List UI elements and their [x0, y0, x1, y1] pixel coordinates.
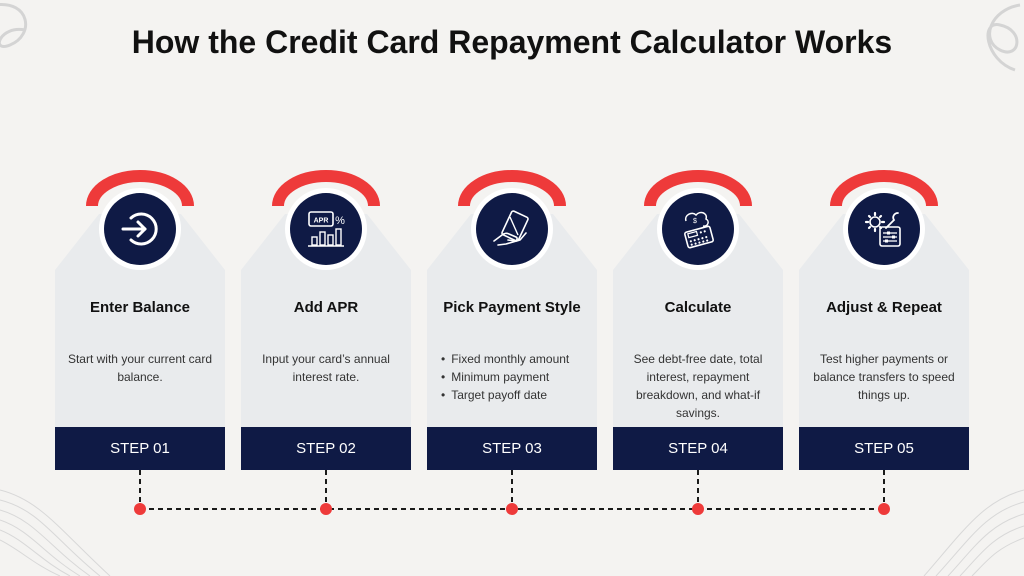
step-title: Adjust & Repeat [826, 299, 942, 316]
step-card-2: APR % Add APR Input your card’s annual i… [241, 170, 411, 470]
list-item: Fixed monthly amount [441, 350, 591, 368]
step-title: Calculate [664, 299, 732, 316]
list-item: Target payoff date [441, 386, 591, 404]
card-hand-icon [493, 210, 529, 246]
step-card-5: Adjust & Repeat Test higher payments or … [799, 170, 969, 470]
step-description: Start with your current card balance. [67, 352, 213, 384]
calculator-icon: $ [684, 211, 714, 249]
step-label: STEP 04 [613, 427, 783, 470]
icon-circle: APR % [285, 188, 367, 270]
payment-style-list: Fixed monthly amount Minimum payment Tar… [441, 350, 591, 404]
svg-text:APR: APR [314, 218, 329, 225]
step-label: STEP 03 [427, 427, 597, 470]
red-arc-decoration [272, 170, 380, 207]
step-label: STEP 05 [799, 427, 969, 470]
timeline-dot [878, 503, 890, 515]
red-arc-decoration [830, 170, 938, 207]
page-title: How the Credit Card Repayment Calculator… [131, 24, 893, 60]
step-title: Pick Payment Style [443, 299, 581, 316]
step-title: Add APR [293, 299, 359, 316]
step-description: See debt-free date, total interest, repa… [633, 352, 763, 420]
step-description: Test higher payments or balance transfer… [813, 352, 955, 402]
apr-chart-icon: APR % [308, 211, 345, 247]
icon-circle [471, 188, 553, 270]
step-card-1: Enter Balance Start with your current ca… [55, 170, 225, 470]
icon-circle: $ [657, 188, 739, 270]
svg-text:%: % [335, 215, 345, 227]
settings-tools-icon [864, 211, 901, 247]
timeline-dot [320, 503, 332, 515]
timeline-dot [134, 503, 146, 515]
step-label: STEP 01 [55, 427, 225, 470]
list-item: Minimum payment [441, 368, 591, 386]
step-title: Enter Balance [89, 299, 191, 316]
step-card-3: Pick Payment Style Fixed monthly amount … [427, 170, 597, 470]
red-arc-decoration [458, 170, 566, 207]
timeline [134, 470, 890, 515]
step-card-4: $ Calculate See debt-free date, total in… [613, 170, 783, 470]
enter-arrow-icon [121, 212, 158, 246]
timeline-dot [506, 503, 518, 515]
step-label: STEP 02 [241, 427, 411, 470]
step-description: Input your card’s annual interest rate. [262, 352, 390, 384]
icon-circle [843, 188, 925, 270]
red-arc-decoration [644, 170, 752, 207]
svg-text:$: $ [693, 218, 697, 225]
timeline-dot [692, 503, 704, 515]
icon-circle [99, 188, 181, 270]
red-arc-decoration [86, 170, 194, 207]
